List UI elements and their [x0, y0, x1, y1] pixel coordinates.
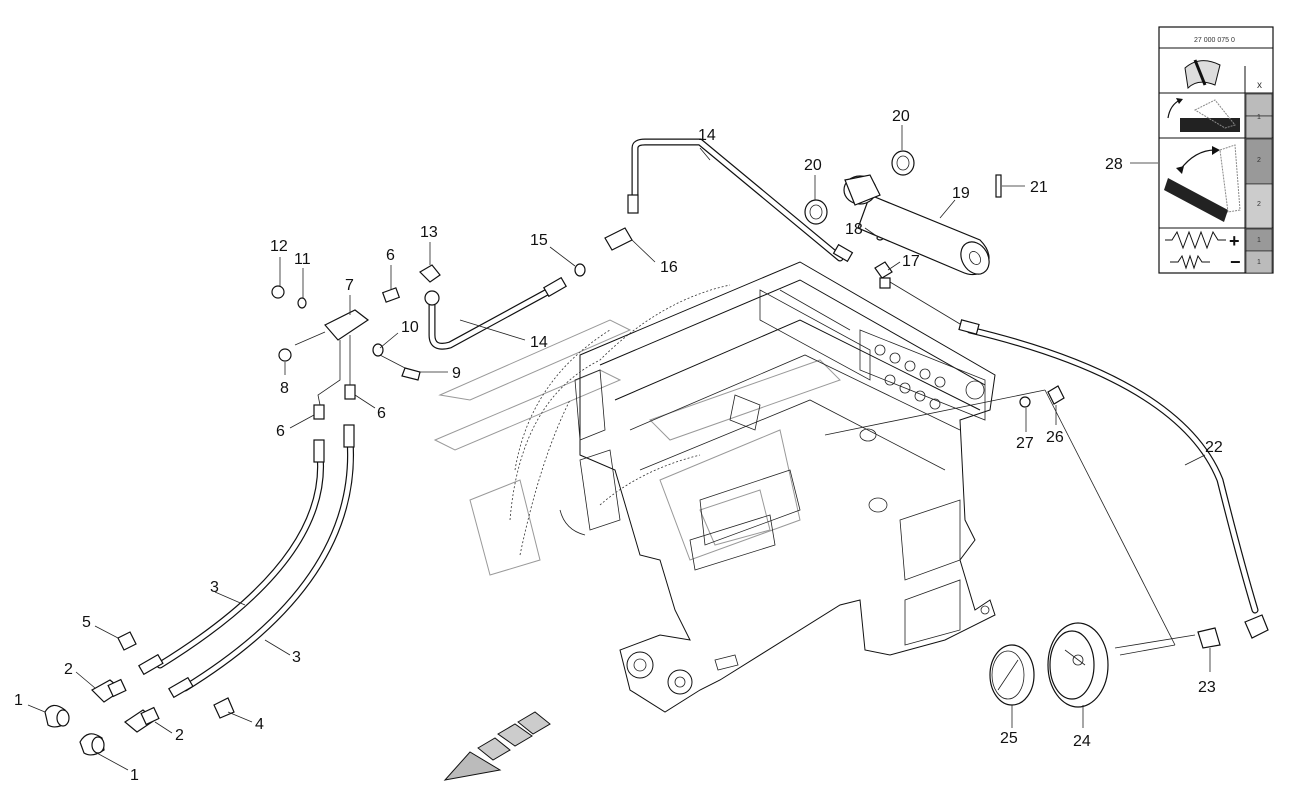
callout-12: 12 [270, 238, 288, 255]
callout-6c: 6 [386, 247, 395, 264]
callout-18: 18 [845, 221, 863, 238]
callout-20b: 20 [892, 108, 910, 125]
callout-4: 4 [255, 716, 264, 733]
tilt-down-icon [1164, 144, 1241, 222]
hose-14-lower [428, 281, 564, 350]
hose-22 [889, 281, 1259, 614]
callout-1b: 1 [130, 767, 139, 784]
callout-27: 27 [1016, 435, 1034, 452]
callout-3a: 3 [210, 579, 219, 596]
callout-22: 22 [1205, 439, 1223, 456]
legend-row-1: 1 [1257, 114, 1261, 121]
small-parts [44, 150, 1269, 756]
callout-numbers: 1 1 2 2 3 3 4 5 6 6 6 7 8 9 10 11 12 13 … [14, 108, 1223, 784]
dial-24 [1047, 622, 1109, 708]
callout-6b: 6 [377, 405, 386, 422]
legend-row-4: 1 [1257, 237, 1261, 244]
callout-23: 23 [1198, 679, 1216, 696]
legend-panel: 27 000 075 0 x 1 2 2 1 1 [1158, 26, 1274, 274]
callout-5: 5 [82, 614, 91, 631]
callout-leaders [27, 125, 1211, 771]
forward-arrow-icon [443, 711, 551, 781]
callout-10: 10 [401, 319, 419, 336]
hose-3-pair [156, 436, 355, 692]
legend-minus: − [1230, 252, 1241, 272]
callout-14b: 14 [530, 334, 548, 351]
callout-8: 8 [280, 380, 289, 397]
callout-26: 26 [1046, 429, 1064, 446]
callout-9: 9 [452, 365, 461, 382]
frame-leader-lines [824, 389, 1196, 656]
callout-20a: 20 [804, 157, 822, 174]
callout-13: 13 [420, 224, 438, 241]
callout-19: 19 [952, 185, 970, 202]
callout-28: 28 [1105, 156, 1123, 173]
callout-16: 16 [660, 259, 678, 276]
callout-17: 17 [902, 253, 920, 270]
phantom-lines [509, 284, 731, 556]
legend-row-3: 2 [1257, 201, 1261, 208]
spring-adjust-icon: + − [1165, 230, 1241, 272]
legend-column-header: x [1257, 80, 1262, 91]
callout-11: 11 [294, 251, 311, 268]
callout-2b: 2 [175, 727, 184, 744]
callout-6a: 6 [276, 423, 285, 440]
legend-row-5: 1 [1257, 259, 1261, 266]
hose-14-upper [631, 138, 844, 262]
callout-14a: 14 [698, 127, 716, 144]
legend-code: 27 000 075 0 [1194, 37, 1235, 44]
callout-24: 24 [1073, 733, 1091, 750]
callout-1a: 1 [14, 692, 23, 709]
callout-7: 7 [345, 277, 354, 294]
main-frame [559, 261, 996, 713]
tee-block-7 [324, 309, 370, 341]
callout-25: 25 [1000, 730, 1018, 747]
legend-plus: + [1229, 231, 1240, 251]
callout-3b: 3 [292, 649, 301, 666]
callout-15: 15 [530, 232, 548, 249]
wrapped-hose-icon [1184, 59, 1221, 90]
callout-21: 21 [1030, 179, 1048, 196]
callout-2a: 2 [64, 661, 73, 678]
watermark-logo [433, 319, 841, 576]
tilt-up-icon [1167, 98, 1240, 132]
legend-row-2: 2 [1257, 157, 1261, 164]
gauge-25 [989, 644, 1035, 706]
